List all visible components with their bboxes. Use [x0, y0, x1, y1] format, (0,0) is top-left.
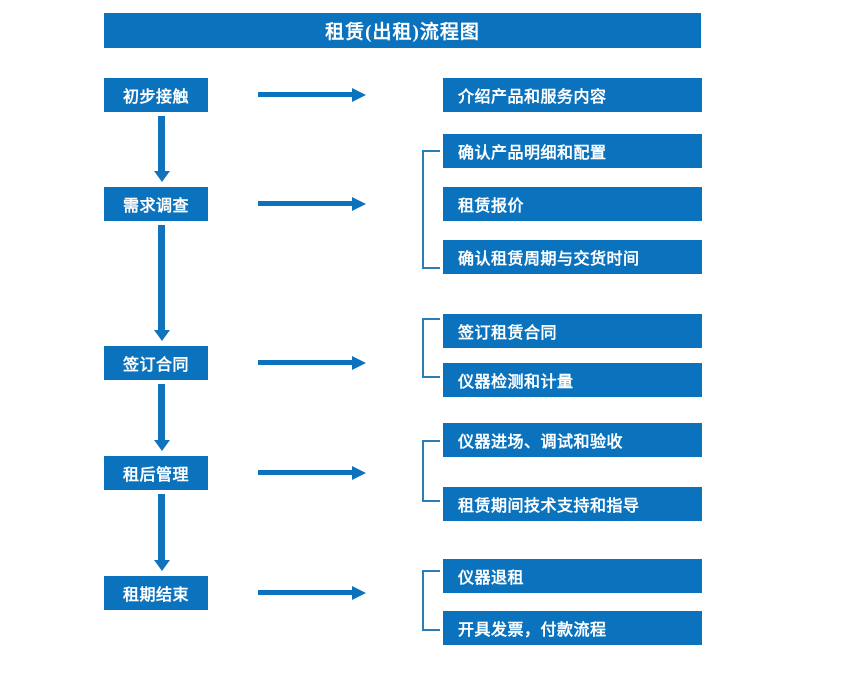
detail-box-确认产品明细和配置[interactable]: 确认产品明细和配置: [443, 134, 702, 168]
bracket-租期结束: [422, 570, 440, 631]
horizontal-arrow-5: [258, 585, 366, 601]
horizontal-arrow-2: [258, 196, 366, 212]
stage-box-租期结束[interactable]: 租期结束: [104, 576, 208, 610]
detail-box-租赁报价[interactable]: 租赁报价: [443, 187, 702, 221]
detail-box-签订租赁合同[interactable]: 签订租赁合同: [443, 314, 702, 348]
stage-box-签订合同[interactable]: 签订合同: [104, 346, 208, 380]
detail-box-确认租赁周期与交货时间[interactable]: 确认租赁周期与交货时间: [443, 240, 702, 274]
detail-box-介绍产品和服务内容[interactable]: 介绍产品和服务内容: [443, 78, 702, 112]
detail-box-租赁期间技术支持和指导[interactable]: 租赁期间技术支持和指导: [443, 487, 702, 521]
bracket-签订合同: [422, 318, 440, 378]
stage-box-租后管理[interactable]: 租后管理: [104, 456, 208, 490]
detail-box-仪器退租[interactable]: 仪器退租: [443, 559, 702, 593]
horizontal-arrow-4: [258, 465, 366, 481]
detail-box-开具发票付款流程[interactable]: 开具发票，付款流程: [443, 611, 702, 645]
stage-box-需求调查[interactable]: 需求调查: [104, 187, 208, 221]
vertical-arrow-3: [152, 384, 172, 453]
page-title: 租赁(出租)流程图: [104, 13, 701, 48]
horizontal-arrow-1: [258, 87, 366, 103]
bracket-租后管理: [422, 440, 440, 502]
detail-box-仪器检测和计量[interactable]: 仪器检测和计量: [443, 363, 702, 397]
vertical-arrow-2: [152, 225, 172, 343]
vertical-arrow-1: [152, 116, 172, 184]
detail-box-仪器进场调试和验收[interactable]: 仪器进场、调试和验收: [443, 423, 702, 457]
bracket-需求调查: [422, 150, 440, 269]
stage-box-初步接触[interactable]: 初步接触: [104, 78, 208, 112]
horizontal-arrow-3: [258, 355, 366, 371]
vertical-arrow-4: [152, 494, 172, 573]
